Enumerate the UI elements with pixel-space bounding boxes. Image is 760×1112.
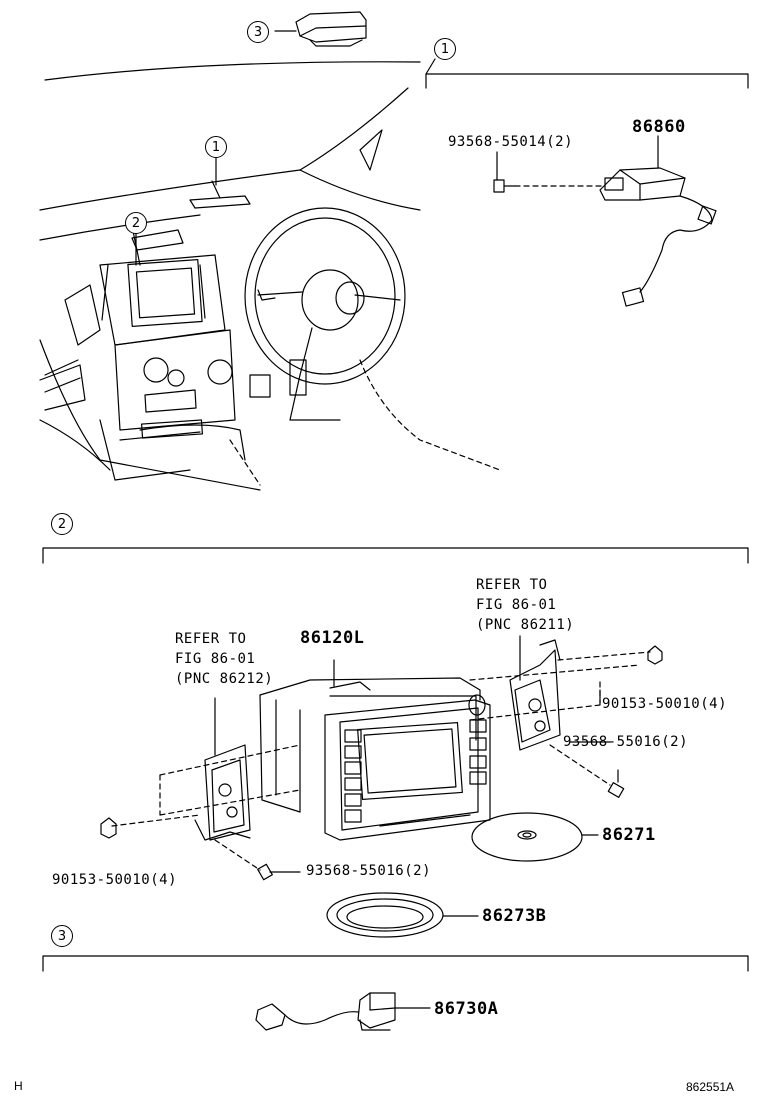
callout-2-header: 2 — [51, 513, 73, 535]
refer-right-line1: REFER TO — [476, 577, 548, 593]
refer-left-line2: FIG 86-01 — [175, 651, 256, 667]
screw-93568-55016-right-label: 93568-55016(2) — [563, 734, 689, 750]
callout-2-dashboard: 2 — [125, 212, 147, 234]
bracket-left-illustration — [194, 697, 251, 841]
ring-86273B-label: 86273B — [482, 906, 547, 926]
refer-left-line3: (PNC 86212) — [175, 671, 274, 687]
antenna-86860-label: 86860 — [632, 117, 686, 137]
bolts-illustration — [100, 645, 663, 881]
module-top-illustration — [274, 11, 367, 47]
callout-3-header: 3 — [51, 925, 73, 947]
disc-illustration — [471, 812, 599, 862]
bolt-90153-left-label: 90153-50010(4) — [52, 872, 178, 888]
section3-bracket — [42, 955, 749, 972]
footer-left-mark: H — [14, 1079, 23, 1093]
bracket-right-illustration — [509, 635, 561, 751]
module-illustration — [255, 992, 431, 1031]
bolt-93568-55014-label: 93568-55014(2) — [448, 134, 574, 150]
section2-bracket — [42, 547, 749, 564]
refer-right-line2: FIG 86-01 — [476, 597, 557, 613]
refer-left-line1: REFER TO — [175, 631, 247, 647]
faceplate-buttons-right — [469, 719, 487, 785]
figure-id: 862551A — [686, 1080, 735, 1094]
faceplate-buttons-left — [344, 729, 362, 823]
nav-unit-86120L-label: 86120L — [300, 628, 365, 648]
callout-1-dashboard: 1 — [205, 136, 227, 158]
nav-unit-illustration — [111, 651, 651, 871]
callout-3-top: 3 — [247, 21, 269, 43]
callout-1-header: 1 — [434, 38, 456, 60]
screw-93568-55016-left-label: 93568-55016(2) — [306, 863, 432, 879]
ring-illustration — [326, 892, 479, 938]
module-86730A-label: 86730A — [434, 999, 499, 1019]
antenna-illustration — [493, 135, 717, 307]
bolt-90153-right-label: 90153-50010(4) — [602, 696, 728, 712]
refer-right-line3: (PNC 86211) — [476, 617, 575, 633]
dashboard-illustration — [39, 61, 501, 491]
disc-86271-label: 86271 — [602, 825, 656, 845]
section1-bracket — [425, 58, 749, 89]
